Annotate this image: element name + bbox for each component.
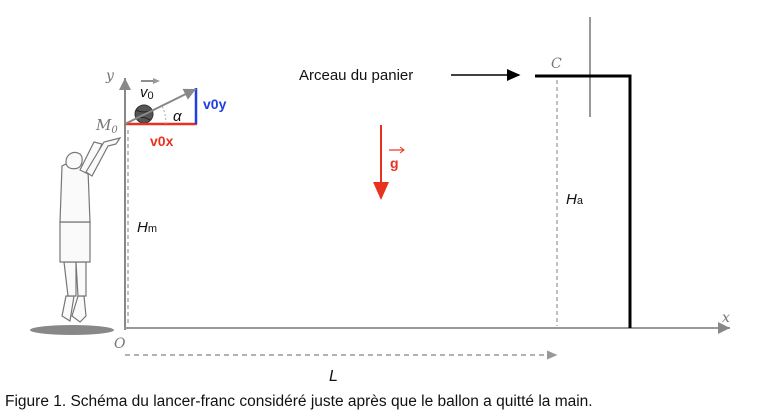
angle-label: α xyxy=(173,108,182,125)
svg-text:g: g xyxy=(390,155,399,171)
distance-label: L xyxy=(329,368,338,385)
player-illustration xyxy=(30,137,122,335)
origin-label: O xyxy=(114,336,126,352)
v0-vector xyxy=(124,88,197,125)
v0-label: v0 xyxy=(140,78,160,102)
angle-arc xyxy=(161,105,167,125)
axes: y x O xyxy=(105,68,730,352)
basket-point-label: C xyxy=(551,56,562,72)
rim-and-pole xyxy=(535,74,632,328)
rim-label: Arceau du panier xyxy=(299,67,413,84)
figure-caption: Figure 1. Schéma du lancer-franc considé… xyxy=(5,393,593,410)
ha-label: Ha xyxy=(566,191,584,208)
launch-point-label: M0 xyxy=(95,116,118,136)
hm-label: Hm xyxy=(137,219,157,236)
v0x-label: v0x xyxy=(150,133,174,149)
x-axis-label: x xyxy=(722,310,730,326)
y-axis-label: y xyxy=(105,68,115,84)
v0y-label: v0y xyxy=(203,96,227,112)
player-shadow xyxy=(30,325,114,335)
gravity-label: g xyxy=(389,146,405,171)
svg-text:v0: v0 xyxy=(140,84,154,102)
